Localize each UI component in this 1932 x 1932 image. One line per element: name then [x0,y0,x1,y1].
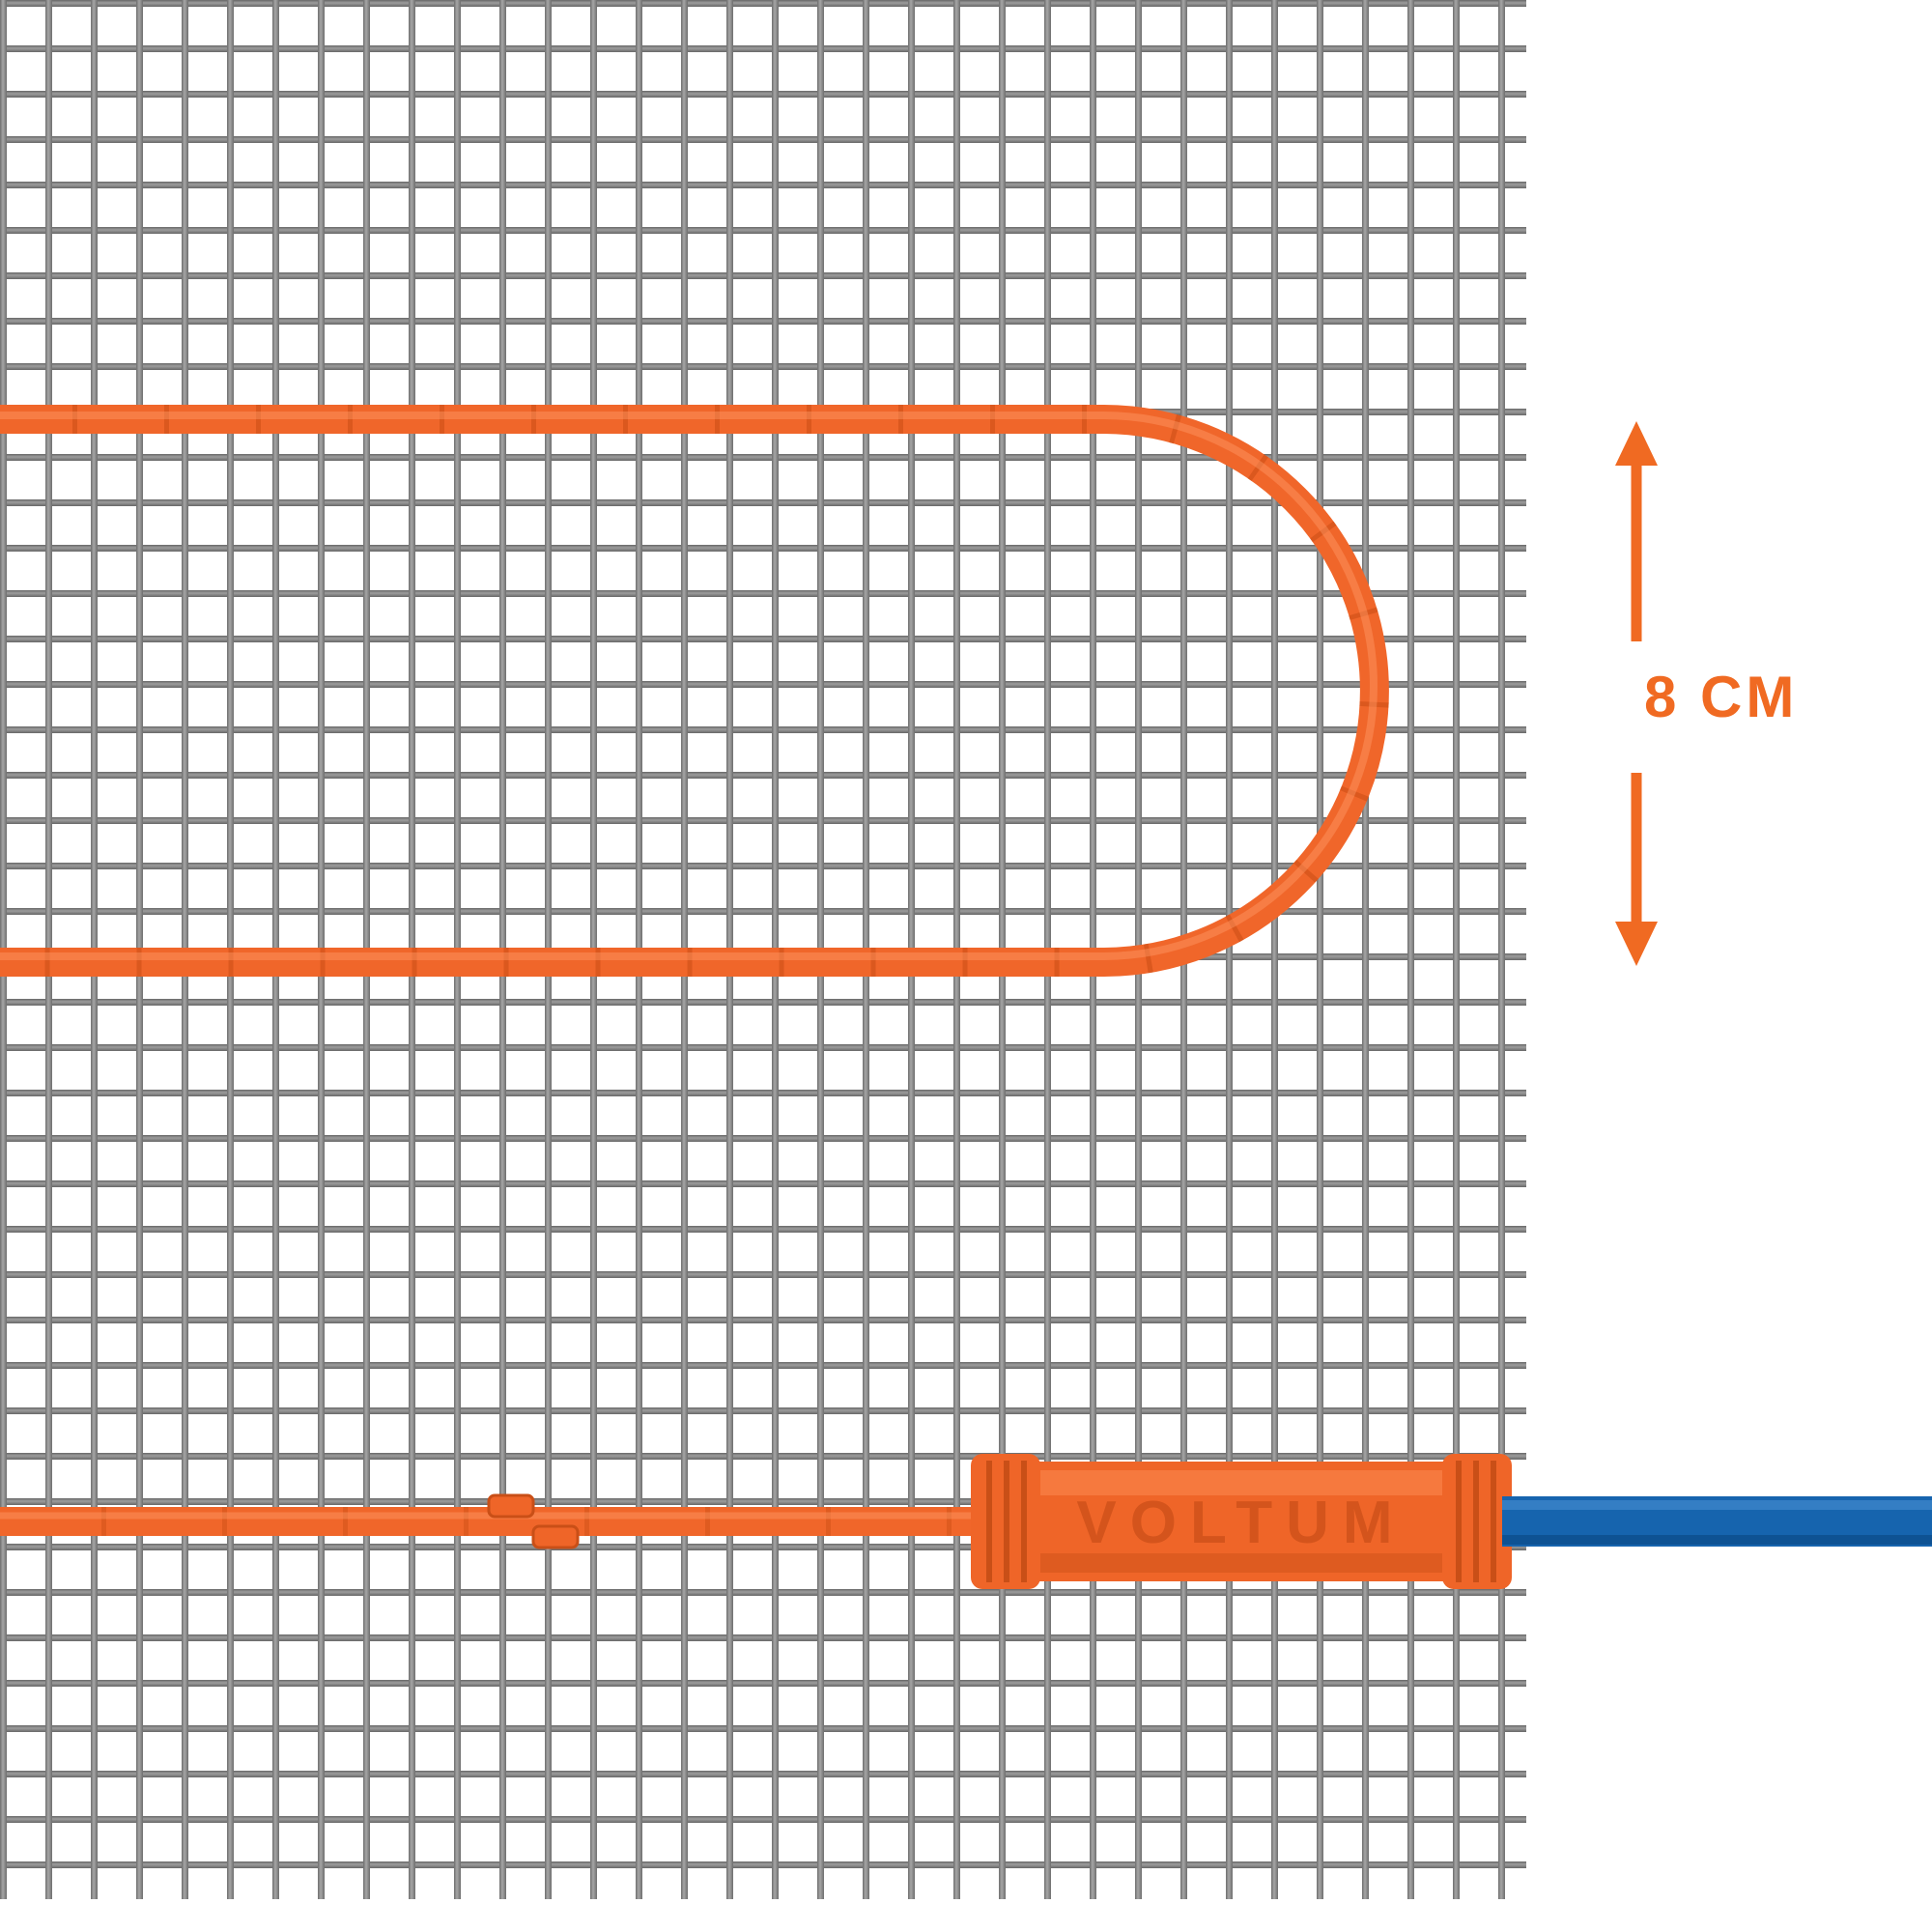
cable-splice [487,1493,580,1549]
arrow-down-icon [1615,922,1658,966]
connector-brand-label: VOLTUM [1076,1490,1406,1556]
cable-connector: VOLTUM [971,1454,1512,1589]
arrow-up-icon [1615,421,1658,466]
lead-cable [0,1493,1024,1549]
cold-lead-cable [1502,1496,1932,1547]
heating-cable-loop [0,405,1389,977]
connector-left-ribs [971,1454,1040,1589]
connector-right-ribs [1442,1454,1512,1589]
spacing-dimension: 8 CM [1615,421,1798,966]
spacing-label: 8 CM [1644,665,1798,729]
